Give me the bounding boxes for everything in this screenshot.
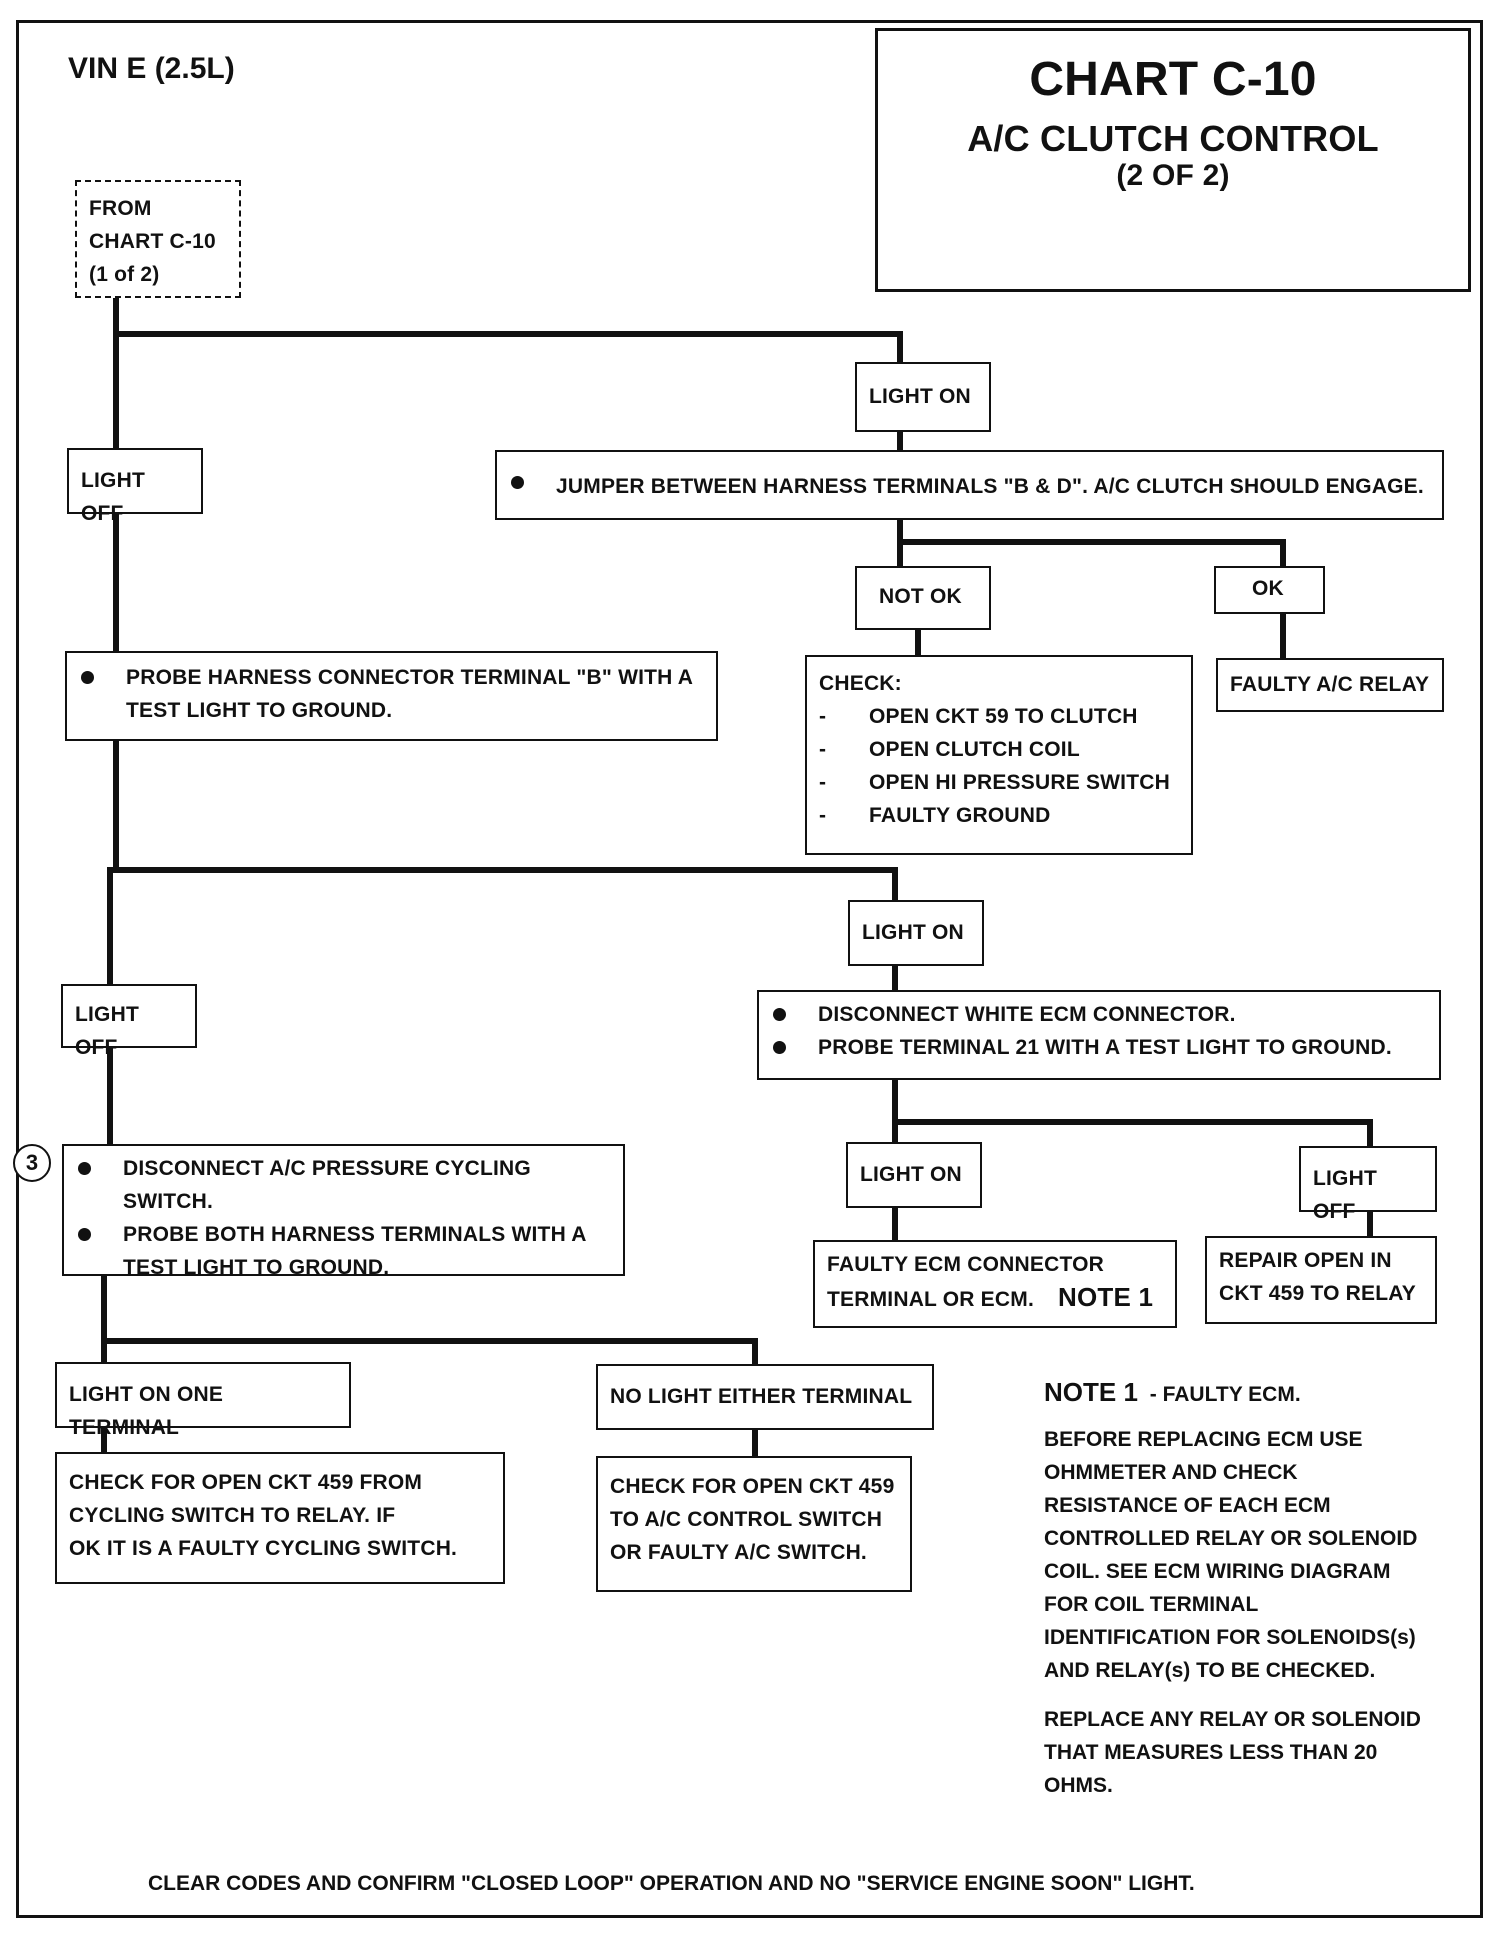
vin-label: VIN E (2.5L) bbox=[68, 52, 235, 85]
check-item: -OPEN CKT 59 TO CLUTCH bbox=[819, 700, 1179, 733]
check-right-line-1: CHECK FOR OPEN CKT 459 bbox=[610, 1475, 895, 1498]
light-on-box-3: LIGHT ON bbox=[846, 1142, 982, 1208]
from-line-3: (1 of 2) bbox=[89, 263, 160, 286]
light-on-box-1: LIGHT ON bbox=[855, 362, 991, 432]
step-3-marker: 3 bbox=[13, 1144, 51, 1182]
check-item-text: FAULTY GROUND bbox=[869, 804, 1051, 827]
note-para-2: REPLACE ANY RELAY OR SOLENOID THAT MEASU… bbox=[1044, 1703, 1444, 1802]
disconnect-line-1: DISCONNECT WHITE ECM CONNECTOR. bbox=[818, 1003, 1236, 1026]
note-line: CONTROLLED RELAY OR SOLENOID bbox=[1044, 1527, 1418, 1550]
light-on-box-2: LIGHT ON bbox=[848, 900, 984, 966]
bullet-icon bbox=[78, 1228, 91, 1241]
repair-line-1: REPAIR OPEN IN bbox=[1219, 1249, 1392, 1272]
disconnect-bullet-1: DISCONNECT WHITE ECM CONNECTOR. bbox=[773, 998, 1425, 1031]
check-control-switch-box: CHECK FOR OPEN CKT 459 TO A/C CONTROL SW… bbox=[596, 1456, 912, 1592]
light-off-box-2: LIGHT OFF bbox=[61, 984, 197, 1059]
probe-line-1: PROBE HARNESS CONNECTOR TERMINAL "B" WIT… bbox=[126, 666, 694, 689]
check-right-line-2: TO A/C CONTROL SWITCH bbox=[610, 1508, 883, 1531]
light-one-terminal-box: LIGHT ON ONE TERMINAL bbox=[55, 1362, 351, 1439]
note-line: FOR COIL TERMINAL bbox=[1044, 1593, 1259, 1616]
jumper-text: JUMPER BETWEEN HARNESS TERMINALS "B & D"… bbox=[556, 475, 1424, 498]
note-title: NOTE 1 bbox=[1044, 1377, 1138, 1407]
cycling-bullet-1: DISCONNECT A/C PRESSURE CYCLING SWITCH. bbox=[78, 1152, 609, 1218]
note-line: RESISTANCE OF EACH ECM bbox=[1044, 1494, 1331, 1517]
check-cycling-box: CHECK FOR OPEN CKT 459 FROM CYCLING SWIT… bbox=[55, 1452, 505, 1584]
note-section: NOTE 1 - FAULTY ECM. BEFORE REPLACING EC… bbox=[1044, 1376, 1444, 1802]
from-line-1: FROM bbox=[89, 197, 152, 220]
faulty-ecm-line-2-wrap: TERMINAL OR ECM. NOTE 1 bbox=[827, 1281, 1163, 1316]
disconnect-line-2: PROBE TERMINAL 21 WITH A TEST LIGHT TO G… bbox=[818, 1036, 1392, 1059]
light-off-box-3: LIGHT OFF bbox=[1299, 1146, 1437, 1223]
footer-instruction: CLEAR CODES AND CONFIRM "CLOSED LOOP" OP… bbox=[148, 1872, 1195, 1895]
connector-from bbox=[113, 295, 903, 365]
bullet-icon bbox=[773, 1041, 786, 1054]
chart-part: (2 OF 2) bbox=[1116, 159, 1230, 192]
note-ref: NOTE 1 bbox=[1058, 1282, 1154, 1312]
connector-disc-split bbox=[892, 1077, 1373, 1149]
check-item: -FAULTY GROUND bbox=[819, 799, 1179, 832]
note-line: IDENTIFICATION FOR SOLENOIDS(s) bbox=[1044, 1626, 1416, 1649]
not-ok-box: NOT OK bbox=[855, 566, 991, 630]
check-left-line-1: CHECK FOR OPEN CKT 459 FROM bbox=[69, 1471, 423, 1494]
chart-frame bbox=[16, 20, 1483, 1918]
cycling-text-2: PROBE BOTH HARNESS TERMINALS WITH A TEST… bbox=[123, 1218, 587, 1284]
probe-box: PROBE HARNESS CONNECTOR TERMINAL "B" WIT… bbox=[65, 651, 718, 741]
check-item: -OPEN CLUTCH COIL bbox=[819, 733, 1179, 766]
note-line: BEFORE REPLACING ECM USE bbox=[1044, 1428, 1363, 1451]
faulty-ecm-box: FAULTY ECM CONNECTOR TERMINAL OR ECM. NO… bbox=[813, 1240, 1177, 1328]
check-title: CHECK: bbox=[819, 672, 902, 695]
chart-subtitle: A/C CLUTCH CONTROL bbox=[967, 118, 1379, 159]
check-item-text: OPEN CKT 59 TO CLUTCH bbox=[869, 705, 1138, 728]
bullet-icon bbox=[773, 1008, 786, 1021]
chart-header: CHART C-10 A/C CLUTCH CONTROL (2 OF 2) bbox=[875, 28, 1471, 292]
check-box: CHECK: -OPEN CKT 59 TO CLUTCH -OPEN CLUT… bbox=[805, 655, 1193, 855]
probe-line-2: TEST LIGHT TO GROUND. bbox=[126, 699, 393, 722]
probe-bullet: PROBE HARNESS CONNECTOR TERMINAL "B" WIT… bbox=[81, 661, 702, 727]
disconnect-ecm-box: DISCONNECT WHITE ECM CONNECTOR. PROBE TE… bbox=[757, 990, 1441, 1080]
check-right-line-3: OR FAULTY A/C SWITCH. bbox=[610, 1541, 867, 1564]
faulty-ecm-line-1: FAULTY ECM CONNECTOR bbox=[827, 1253, 1105, 1276]
check-item: -OPEN HI PRESSURE SWITCH bbox=[819, 766, 1179, 799]
cycling-line-2: PROBE BOTH HARNESS TERMINALS WITH A bbox=[123, 1223, 587, 1246]
note-line: THAT MEASURES LESS THAN 20 bbox=[1044, 1741, 1378, 1764]
probe-text: PROBE HARNESS CONNECTOR TERMINAL "B" WIT… bbox=[126, 661, 693, 727]
cycling-bullet-2: PROBE BOTH HARNESS TERMINALS WITH A TEST… bbox=[78, 1218, 609, 1284]
note-heading: NOTE 1 - FAULTY ECM. bbox=[1044, 1376, 1444, 1411]
cycling-line-3: TEST LIGHT TO GROUND. bbox=[123, 1256, 390, 1279]
faulty-ecm-line-2: TERMINAL OR ECM. bbox=[827, 1288, 1034, 1311]
check-left-line-2: CYCLING SWITCH TO RELAY. IF bbox=[69, 1504, 396, 1527]
note-line: AND RELAY(s) TO BE CHECKED. bbox=[1044, 1659, 1376, 1682]
ok-box: OK bbox=[1214, 566, 1325, 614]
from-line-2: CHART C-10 bbox=[89, 230, 216, 253]
connector-jumper-split bbox=[897, 517, 1286, 569]
cycling-line-1: DISCONNECT A/C PRESSURE CYCLING SWITCH. bbox=[123, 1157, 531, 1213]
note-para-1: BEFORE REPLACING ECM USE OHMMETER AND CH… bbox=[1044, 1423, 1444, 1687]
bullet-icon bbox=[511, 476, 524, 489]
note-line: OHMS. bbox=[1044, 1774, 1113, 1797]
bullet-icon bbox=[81, 671, 94, 684]
repair-line-2: CKT 459 TO RELAY bbox=[1219, 1282, 1416, 1305]
connector-probe-split bbox=[113, 738, 898, 903]
connector-step3-split bbox=[101, 1273, 758, 1367]
cycling-switch-box: DISCONNECT A/C PRESSURE CYCLING SWITCH. … bbox=[62, 1144, 625, 1279]
check-item-text: OPEN HI PRESSURE SWITCH bbox=[869, 771, 1170, 794]
jumper-box: JUMPER BETWEEN HARNESS TERMINALS "B & D"… bbox=[495, 450, 1444, 520]
from-chart-box: FROM CHART C-10 (1 of 2) bbox=[75, 180, 241, 298]
bullet-icon bbox=[78, 1162, 91, 1175]
no-light-box: NO LIGHT EITHER TERMINAL bbox=[596, 1364, 934, 1430]
note-title-suffix: - FAULTY ECM. bbox=[1149, 1383, 1301, 1406]
note-line: OHMMETER AND CHECK bbox=[1044, 1461, 1298, 1484]
light-off-box-1: LIGHT OFF bbox=[67, 448, 203, 525]
disconnect-bullet-2: PROBE TERMINAL 21 WITH A TEST LIGHT TO G… bbox=[773, 1031, 1425, 1064]
note-line: COIL. SEE ECM WIRING DIAGRAM bbox=[1044, 1560, 1391, 1583]
note-line: REPLACE ANY RELAY OR SOLENOID bbox=[1044, 1708, 1421, 1731]
chart-title: CHART C-10 bbox=[1029, 53, 1317, 106]
repair-box: REPAIR OPEN IN CKT 459 TO RELAY bbox=[1205, 1236, 1437, 1324]
check-item-text: OPEN CLUTCH COIL bbox=[869, 738, 1080, 761]
faulty-relay-box: FAULTY A/C RELAY bbox=[1216, 658, 1444, 712]
check-left-line-3: OK IT IS A FAULTY CYCLING SWITCH. bbox=[69, 1537, 458, 1560]
